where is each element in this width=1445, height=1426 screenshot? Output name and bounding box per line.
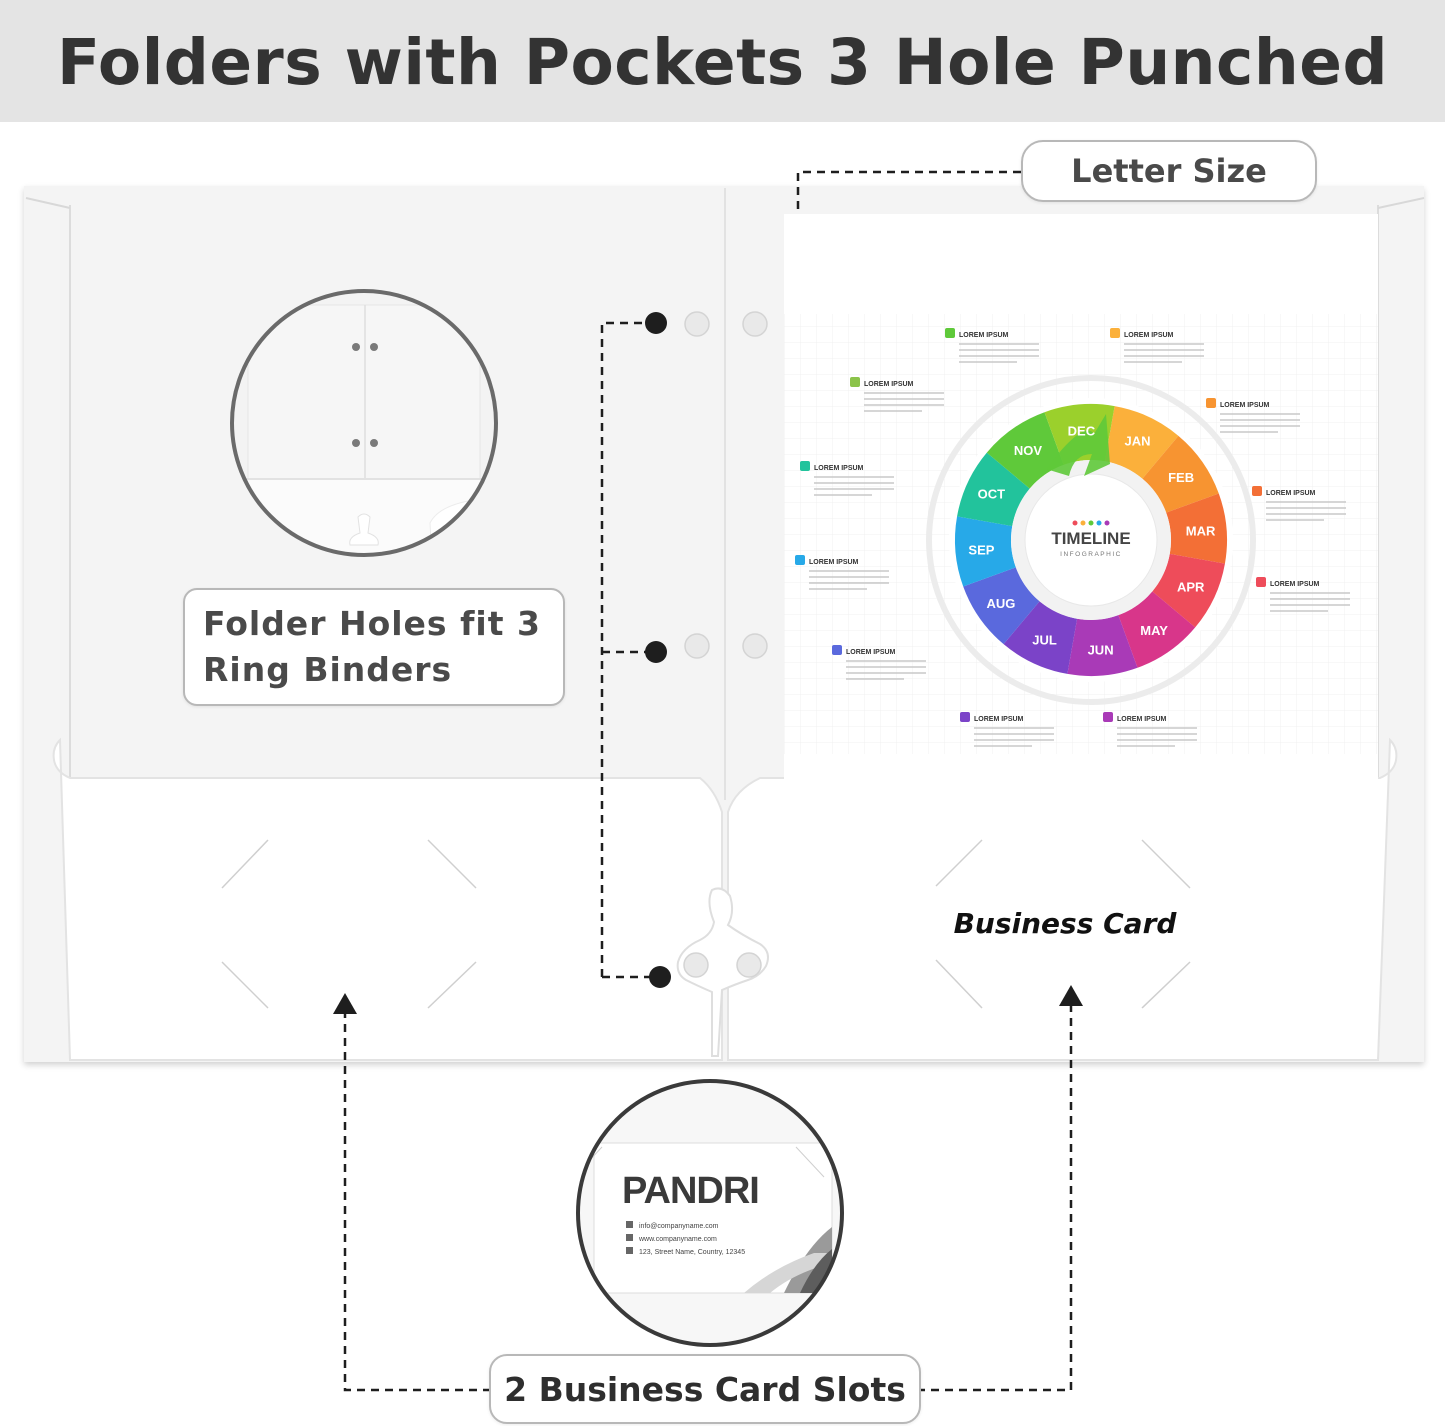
timeline-item: LOREM IPSUM (945, 328, 1039, 363)
month-label-jan: JAN (1124, 433, 1150, 448)
laptop-icon (1206, 398, 1216, 408)
month-label-may: MAY (1140, 623, 1168, 638)
timeline-subtitle: INFOGRAPHIC (1060, 551, 1122, 558)
binder-holes-line-2: Ring Binders (203, 650, 453, 689)
side-items: LOREM IPSUM LOREM IPSUM LOREM IPSUM LOREM I… (795, 328, 1350, 747)
timeline-item: LOREM IPSUM (1256, 577, 1350, 612)
right-pocket (727, 737, 1398, 1061)
card-email: info@companyname.com (639, 1223, 719, 1230)
card-brand: PANDRI (622, 1170, 759, 1212)
month-labels: JAN FEB MAR APR MAY JUN JUL AUG SEP OCT NOV DEC (968, 423, 1216, 657)
arrow-icon (1046, 414, 1110, 476)
timeline-item-title: LOREM IPSUM (1220, 402, 1270, 409)
magnifier-icon (795, 555, 805, 565)
wheel-segments (955, 404, 1227, 676)
timeline-item: LOREM IPSUM (795, 555, 889, 590)
person-icon (1103, 712, 1113, 722)
month-label-feb: FEB (1168, 470, 1194, 485)
location-icon (626, 1247, 633, 1254)
wheel-segment-jun (1067, 615, 1138, 676)
slots-leader-left (343, 1010, 489, 1392)
month-label-oct: OCT (978, 487, 1006, 502)
business-card-label: Business Card (953, 907, 1177, 940)
month-label-dec: DEC (1068, 423, 1096, 438)
month-label-nov: NOV (1014, 443, 1043, 458)
wheel-segment-feb (1142, 435, 1219, 513)
left-card-slot (221, 839, 477, 1009)
timeline-item: LOREM IPSUM (1110, 328, 1204, 363)
outer-ring (926, 375, 1256, 705)
timeline-item-title: LOREM IPSUM (846, 649, 896, 656)
slots-leader-left-arrow (333, 993, 357, 1014)
gears-icon (960, 712, 970, 722)
wheel-segment-apr (1152, 553, 1225, 628)
rocket-icon (850, 377, 860, 387)
punched-holes (683, 311, 768, 978)
hub-dots (1072, 520, 1110, 526)
timeline-item: LOREM IPSUM (800, 461, 894, 496)
timeline-item: LOREM IPSUM (1252, 486, 1346, 521)
timeline-item-title: LOREM IPSUM (809, 559, 859, 566)
web-icon (626, 1234, 633, 1241)
timeline-item-title: LOREM IPSUM (959, 332, 1009, 339)
slots-leader-right (917, 1004, 1073, 1392)
right-corner-fold (1377, 197, 1425, 209)
wheel-segment-jul (1003, 601, 1078, 674)
folder-icon (1256, 577, 1266, 587)
wheel-hub (1024, 473, 1158, 607)
card-website: www.companyname.com (638, 1236, 717, 1243)
timeline-item-title: LOREM IPSUM (814, 465, 864, 472)
left-corner-fold (25, 197, 71, 209)
email-icon (626, 1221, 633, 1228)
month-label-jun: JUN (1088, 643, 1114, 658)
page-title: Folders with Pockets 3 Hole Punched (56, 26, 1389, 99)
card-address: 123, Street Name, Country, 12345 (639, 1249, 745, 1256)
coins-icon (1252, 486, 1262, 496)
business-card-zoom: PANDRI info@companyname.com www.companyn… (576, 1079, 844, 1347)
wheel-segment-sep (955, 516, 1016, 587)
wheel-segment-jan (1104, 406, 1179, 479)
lock-tab (676, 887, 769, 1057)
month-label-mar: MAR (1186, 523, 1216, 538)
month-label-sep: SEP (968, 543, 994, 558)
timeline-infographic: TIMELINE INFOGRAPHIC JANFEBMARAPRMAYJUNJ… (784, 314, 1378, 754)
timeline-item: LOREM IPSUM (850, 377, 944, 412)
right-card-slot (935, 839, 1191, 1009)
hole-zoom-circle (230, 289, 498, 557)
timeline-item: LOREM IPSUM (1103, 712, 1197, 747)
letter-size-callout: Letter Size (1021, 140, 1317, 202)
wheel-segment-oct (957, 452, 1030, 527)
wheel-segment-mar (1166, 493, 1227, 564)
slots-leader-right-arrow (1059, 985, 1083, 1006)
lightbulb-icon (1110, 328, 1120, 338)
line-chart-icon (800, 461, 810, 471)
timeline-item: LOREM IPSUM (960, 712, 1054, 747)
timeline-item: LOREM IPSUM (1206, 398, 1300, 433)
timeline-item-title: LOREM IPSUM (1117, 716, 1167, 723)
timeline-item-title: LOREM IPSUM (864, 381, 914, 388)
binder-holes-line-1: Folder Holes fit 3 (203, 604, 541, 643)
bar-chart-icon (832, 645, 842, 655)
timeline-title: TIMELINE (1051, 529, 1130, 548)
timeline-item-title: LOREM IPSUM (1266, 490, 1316, 497)
wheel-segment-aug (963, 567, 1040, 645)
timeline-item-title: LOREM IPSUM (1124, 332, 1174, 339)
month-label-aug: AUG (986, 596, 1015, 611)
binder-holes-callout: Folder Holes fit 3 Ring Binders (183, 588, 565, 706)
wheel-segment-may (1118, 591, 1196, 668)
wheel-segment-nov (986, 412, 1064, 489)
paper-plane-icon (945, 328, 955, 338)
month-label-apr: APR (1177, 579, 1205, 594)
timeline-item: LOREM IPSUM (832, 645, 926, 680)
header-band (0, 0, 1445, 122)
left-pocket (52, 737, 723, 1061)
card-slots-callout: 2 Business Card Slots (489, 1354, 921, 1424)
timeline-item-title: LOREM IPSUM (1270, 581, 1320, 588)
timeline-item-title: LOREM IPSUM (974, 716, 1024, 723)
month-label-jul: JUL (1032, 633, 1057, 648)
holes-leader-dots (645, 312, 671, 988)
